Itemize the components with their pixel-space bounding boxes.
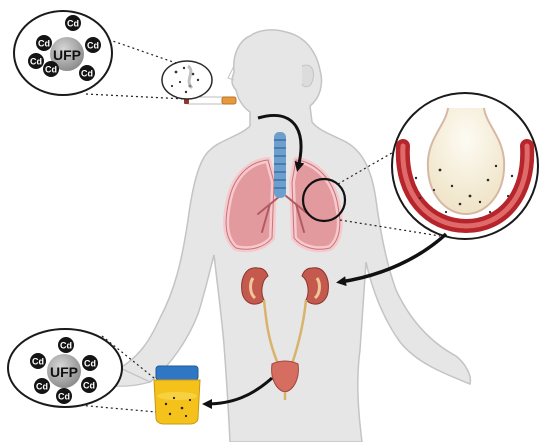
cd-particle: Cd (58, 337, 74, 353)
cd-particle: Cd (30, 353, 46, 369)
svg-text:Cd: Cd (36, 382, 48, 392)
smoke-cloud-icon (162, 61, 212, 99)
trachea-icon (274, 132, 286, 198)
cd-particle: Cd (56, 388, 72, 404)
top-ufp-inset: UFP Cd Cd Cd Cd Cd Cd (14, 11, 112, 95)
ufp-label: UFP (50, 364, 78, 380)
bottom-ufp-inset: UFP Cd Cd Cd Cd Cd Cd (8, 329, 122, 407)
svg-text:Cd: Cd (60, 341, 72, 351)
urine-cup-icon (154, 366, 200, 424)
cd-particle: Cd (28, 53, 44, 69)
svg-text:Cd: Cd (67, 19, 79, 29)
cd-particle: Cd (81, 377, 97, 393)
svg-text:Cd: Cd (87, 41, 99, 51)
cd-particle: Cd (85, 37, 101, 53)
cd-particle: Cd (34, 378, 50, 394)
alveolus-inset (392, 93, 538, 239)
cd-particle: Cd (65, 15, 81, 31)
cd-particle: Cd (43, 61, 59, 77)
svg-text:Cd: Cd (83, 381, 95, 391)
cd-particle: Cd (82, 355, 98, 371)
svg-text:Cd: Cd (32, 357, 44, 367)
ufp-label: UFP (53, 47, 81, 63)
svg-text:Cd: Cd (58, 392, 70, 402)
svg-text:Cd: Cd (84, 359, 96, 369)
cd-particle: Cd (79, 65, 95, 81)
cd-particle: Cd (36, 35, 52, 51)
svg-text:Cd: Cd (30, 57, 42, 67)
svg-text:Cd: Cd (45, 65, 57, 75)
svg-text:Cd: Cd (38, 39, 50, 49)
svg-text:Cd: Cd (81, 69, 93, 79)
